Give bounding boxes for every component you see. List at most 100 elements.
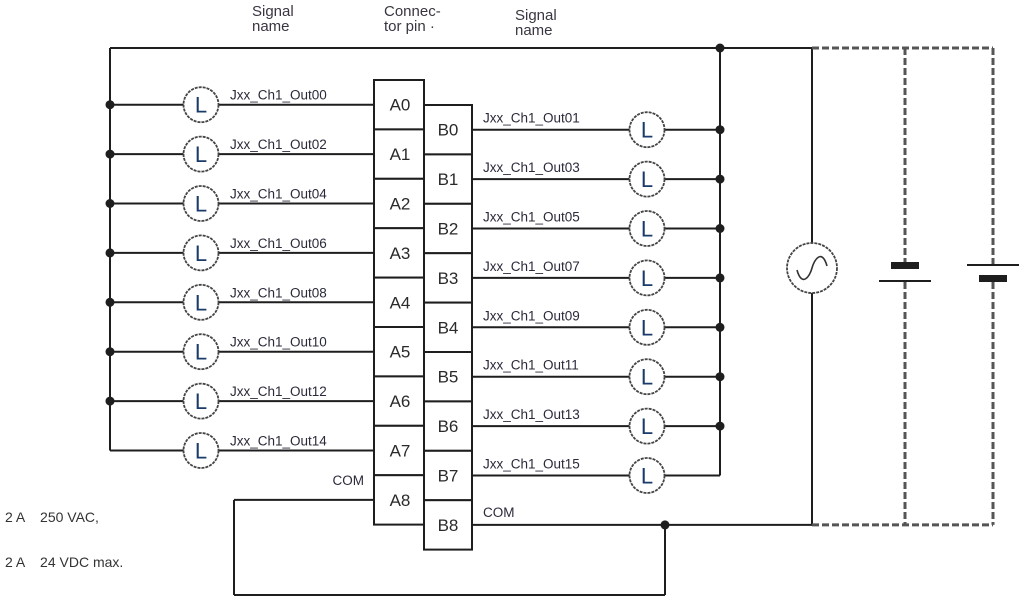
signal-name-a6: Jxx_Ch1_Out12 — [230, 384, 327, 399]
lamp-icon: L — [628, 457, 666, 494]
connector-pin-a4 — [373, 276, 425, 329]
junction-dot — [105, 149, 115, 159]
pin-label: A5 — [390, 343, 411, 362]
lamp-letter: L — [195, 340, 207, 365]
lamp-circle — [182, 135, 220, 173]
signal-name-b4: Jxx_Ch1_Out09 — [483, 308, 580, 323]
lamp-circle — [182, 283, 220, 321]
battery-negative-plate — [979, 275, 1007, 282]
rating-line: 2 A 24 VDC max. — [5, 554, 124, 570]
lamp-icon: L — [628, 160, 666, 198]
com-label-b: COM — [483, 505, 515, 520]
lamp-circle — [628, 358, 666, 396]
header-connector-pin: Connec- tor pin · — [384, 4, 441, 34]
pin-label: B7 — [438, 467, 459, 486]
pin-label: B2 — [438, 220, 459, 239]
lamp-letter: L — [641, 365, 653, 390]
junction-dot — [105, 100, 115, 110]
lamp-letter: L — [195, 93, 207, 118]
pin-label: A1 — [390, 145, 411, 164]
connector-pin-b4 — [423, 301, 473, 354]
rating-note: 2 A 250 VAC, 2 A 24 VDC max. — [5, 480, 123, 585]
signal-name-b7: Jxx_Ch1_Out15 — [483, 457, 580, 472]
connector-pin-a8 — [373, 474, 425, 526]
connector-pin-b1 — [423, 153, 473, 205]
lamp-icon: L — [182, 382, 220, 420]
signal-name-a3: Jxx_Ch1_Out06 — [230, 236, 327, 251]
header-line: Connec- — [384, 3, 441, 20]
junction-dot — [105, 396, 115, 406]
lamp-icon: L — [182, 135, 220, 173]
header-line: name — [515, 22, 553, 39]
lamp-icon: L — [628, 111, 666, 149]
connector-pin-b7 — [423, 449, 473, 502]
lamp-icon: L — [182, 283, 220, 321]
lamp-letter: L — [641, 167, 653, 192]
pin-label: A6 — [390, 392, 411, 411]
lamp-icon: L — [628, 210, 666, 247]
pin-label: B3 — [438, 269, 459, 288]
signal-name-a0: Jxx_Ch1_Out00 — [230, 88, 327, 103]
pin-label: A3 — [390, 244, 411, 263]
signal-name-b1: Jxx_Ch1_Out03 — [483, 160, 580, 175]
lamp-icon: L — [628, 407, 666, 445]
header-left-signal-name: Signal name — [252, 4, 294, 34]
lamp-letter: L — [195, 290, 207, 315]
lamp-circle — [182, 333, 220, 371]
junction-dot — [105, 297, 115, 307]
lamp-letter: L — [195, 389, 207, 414]
pin-label: B0 — [438, 121, 459, 140]
lamp-circle — [182, 86, 220, 124]
lamp-letter: L — [641, 414, 653, 439]
header-line: Signal — [252, 3, 294, 20]
lamp-circle — [628, 407, 666, 445]
lamp-icon: L — [182, 86, 220, 124]
junction-dot — [105, 347, 115, 357]
signal-name-b5: Jxx_Ch1_Out11 — [483, 358, 579, 373]
pin-label: B1 — [438, 170, 459, 189]
signal-name-a7: Jxx_Ch1_Out14 — [230, 434, 327, 449]
rating-line: 2 A 250 VAC, — [5, 509, 99, 525]
signal-name-b6: Jxx_Ch1_Out13 — [483, 407, 580, 422]
connector-pin-b2 — [423, 202, 473, 255]
lamp-circle — [628, 308, 666, 346]
lamp-icon: L — [628, 358, 666, 396]
junction-dot — [105, 248, 115, 258]
lamp-letter: L — [641, 118, 653, 143]
lamp-icon: L — [182, 333, 220, 371]
signal-name-b0: Jxx_Ch1_Out01 — [483, 111, 580, 126]
lamp-circle — [628, 457, 666, 494]
lamp-letter: L — [641, 464, 653, 489]
dc-battery-icon — [967, 264, 1019, 282]
signal-name-b3: Jxx_Ch1_Out07 — [483, 259, 580, 274]
pin-label: B5 — [438, 368, 459, 387]
lamp-circle — [628, 259, 666, 297]
connector-pin-b8 — [423, 499, 473, 551]
com-label-a: COM — [333, 473, 365, 488]
header-line: tor pin · — [384, 18, 435, 35]
lamp-letter: L — [195, 192, 207, 217]
lamp-circle — [628, 160, 666, 198]
lamp-icon: L — [182, 185, 220, 222]
pin-label: B8 — [438, 516, 459, 535]
battery-negative-plate — [891, 262, 919, 269]
signal-name-a4: Jxx_Ch1_Out08 — [230, 285, 327, 300]
pin-label: A0 — [390, 96, 411, 115]
lamp-icon: L — [628, 308, 666, 346]
lamp-circle — [182, 234, 220, 272]
lamp-letter: L — [195, 142, 207, 167]
lamp-icon: L — [628, 259, 666, 297]
signal-name-b2: Jxx_Ch1_Out05 — [483, 210, 580, 225]
lamp-letter: L — [195, 241, 207, 266]
header-right-signal-name: Signal name — [515, 8, 557, 38]
connector-pin-a6 — [373, 375, 425, 427]
dc-battery-icon — [879, 262, 931, 282]
pin-label: A8 — [390, 491, 411, 510]
pin-label: A4 — [390, 293, 411, 312]
signal-name-a5: Jxx_Ch1_Out10 — [230, 335, 327, 350]
junction-dot — [105, 199, 115, 208]
pin-label: B4 — [438, 318, 459, 337]
pin-label: A2 — [390, 195, 411, 214]
lamp-circle — [182, 185, 220, 222]
